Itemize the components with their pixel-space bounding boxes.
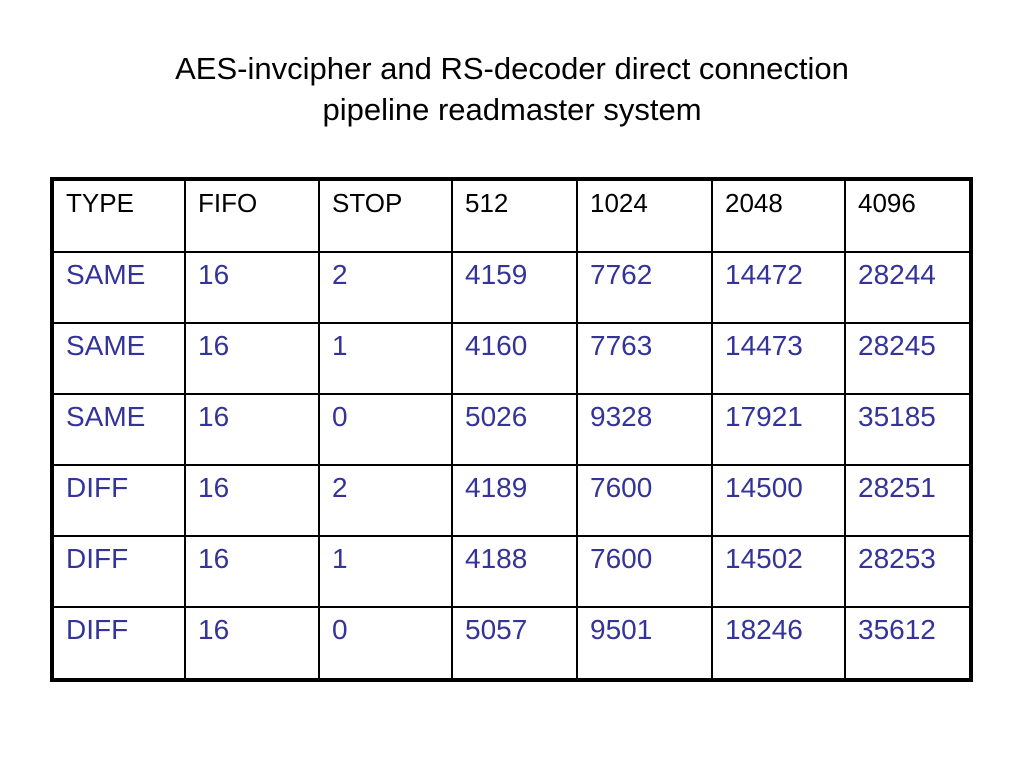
cell-512: 4159 (451, 251, 578, 324)
cell-1024: 9328 (576, 393, 713, 466)
cell-4096: 35612 (844, 606, 969, 678)
cell-stop: 2 (318, 464, 453, 537)
cell-4096: 28253 (844, 535, 969, 608)
cell-fifo: 16 (184, 535, 320, 608)
column-header-1024: 1024 (576, 181, 713, 253)
cell-512: 5026 (451, 393, 578, 466)
cell-2048: 18246 (711, 606, 846, 678)
cell-fifo: 16 (184, 464, 320, 537)
table-row: DIFF 16 2 4189 7600 14500 28251 (54, 464, 969, 537)
results-table: TYPE FIFO STOP 512 1024 2048 4096 SAME 1… (54, 181, 969, 678)
column-header-stop: STOP (318, 181, 453, 253)
column-header-2048: 2048 (711, 181, 846, 253)
cell-4096: 35185 (844, 393, 969, 466)
cell-2048: 14473 (711, 322, 846, 395)
cell-2048: 14502 (711, 535, 846, 608)
cell-1024: 9501 (576, 606, 713, 678)
column-header-512: 512 (451, 181, 578, 253)
cell-512: 5057 (451, 606, 578, 678)
cell-stop: 0 (318, 393, 453, 466)
column-header-fifo: FIFO (184, 181, 320, 253)
cell-fifo: 16 (184, 393, 320, 466)
cell-type: DIFF (54, 535, 186, 608)
cell-2048: 17921 (711, 393, 846, 466)
cell-fifo: 16 (184, 251, 320, 324)
cell-1024: 7763 (576, 322, 713, 395)
cell-1024: 7762 (576, 251, 713, 324)
cell-1024: 7600 (576, 535, 713, 608)
cell-2048: 14500 (711, 464, 846, 537)
cell-stop: 0 (318, 606, 453, 678)
table-row: SAME 16 0 5026 9328 17921 35185 (54, 393, 969, 466)
cell-1024: 7600 (576, 464, 713, 537)
cell-type: DIFF (54, 606, 186, 678)
cell-stop: 1 (318, 535, 453, 608)
cell-512: 4189 (451, 464, 578, 537)
cell-4096: 28251 (844, 464, 969, 537)
cell-type: SAME (54, 251, 186, 324)
results-table-container: TYPE FIFO STOP 512 1024 2048 4096 SAME 1… (50, 177, 973, 682)
cell-2048: 14472 (711, 251, 846, 324)
cell-fifo: 16 (184, 322, 320, 395)
column-header-type: TYPE (54, 181, 186, 253)
cell-stop: 2 (318, 251, 453, 324)
table-row: DIFF 16 1 4188 7600 14502 28253 (54, 535, 969, 608)
cell-512: 4188 (451, 535, 578, 608)
cell-type: DIFF (54, 464, 186, 537)
cell-fifo: 16 (184, 606, 320, 678)
table-row: DIFF 16 0 5057 9501 18246 35612 (54, 606, 969, 678)
column-header-4096: 4096 (844, 181, 969, 253)
cell-512: 4160 (451, 322, 578, 395)
table-row: SAME 16 1 4160 7763 14473 28245 (54, 322, 969, 395)
cell-4096: 28244 (844, 251, 969, 324)
cell-4096: 28245 (844, 322, 969, 395)
cell-stop: 1 (318, 322, 453, 395)
cell-type: SAME (54, 322, 186, 395)
table-row: SAME 16 2 4159 7762 14472 28244 (54, 251, 969, 324)
table-header-row: TYPE FIFO STOP 512 1024 2048 4096 (54, 181, 969, 253)
page-title: AES-invcipher and RS-decoder direct conn… (175, 51, 849, 128)
cell-type: SAME (54, 393, 186, 466)
